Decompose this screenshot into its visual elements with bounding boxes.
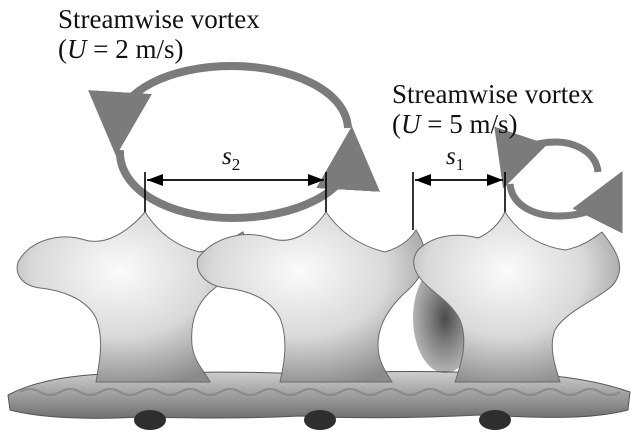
vortex-large-title: Streamwise vortex	[58, 4, 260, 34]
vortex-large-arc-top	[88, 61, 352, 156]
surface-unit-2	[196, 211, 426, 383]
vortex-small-speed: (U = 5 m/s)	[392, 109, 517, 139]
unit-foot-1	[134, 410, 166, 430]
unit-foot-3	[479, 410, 511, 430]
vortex-small-title: Streamwise vortex	[392, 79, 594, 109]
riblet-surface	[7, 210, 631, 430]
vortex-large	[88, 61, 381, 223]
spacing-s2-label: s2	[222, 143, 240, 174]
unit-foot-2	[304, 410, 336, 430]
surface-unit-3	[413, 210, 621, 383]
vortex-small-arc-bottom	[506, 170, 623, 234]
vortex-large-speed: (U = 2 m/s)	[58, 34, 183, 64]
vortex-small	[494, 126, 623, 234]
vortex-large-arc-bottom	[115, 126, 381, 223]
surface-unit-1	[16, 211, 245, 383]
dimension-s2	[144, 172, 327, 212]
vortex-small-arc-top	[494, 126, 602, 189]
spacing-s1-label: s1	[446, 143, 464, 174]
base-texture	[19, 388, 621, 396]
dimension-s1	[412, 172, 506, 230]
